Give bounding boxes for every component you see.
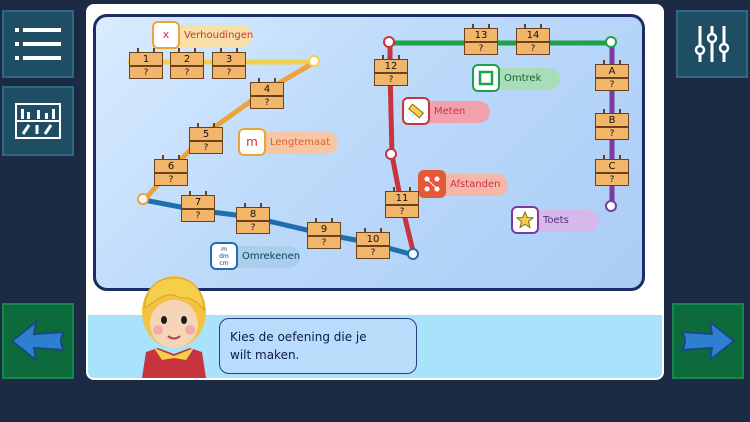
stop-7[interactable]: 7?: [181, 191, 215, 223]
results-button[interactable]: [2, 86, 74, 156]
stop-3[interactable]: 3?: [212, 48, 246, 80]
stop-14[interactable]: 14?: [516, 24, 550, 56]
stop-11[interactable]: 11?: [385, 187, 419, 219]
arrow-right-icon: [680, 319, 736, 363]
sliders-icon: [694, 26, 730, 62]
bar-chart-icon: [15, 103, 61, 139]
station-yellow-end[interactable]: [308, 55, 320, 67]
route-dots-icon: [418, 170, 446, 198]
station-blue-start[interactable]: [137, 193, 149, 205]
speech-bubble: Kies de oefening die je wilt maken.: [219, 318, 417, 374]
square-outline-icon: [472, 64, 500, 92]
stop-6[interactable]: 6?: [154, 155, 188, 187]
star-icon: [511, 206, 539, 234]
stop-a[interactable]: A?: [595, 60, 629, 92]
ruler-m-icon: m: [238, 128, 266, 156]
label-meten[interactable]: Meten: [402, 97, 490, 125]
stop-b[interactable]: B?: [595, 109, 629, 141]
stop-12[interactable]: 12?: [374, 55, 408, 87]
stop-4[interactable]: 4?: [250, 78, 284, 110]
stop-5[interactable]: 5?: [189, 123, 223, 155]
dialog-line-2: wilt maken.: [230, 348, 300, 362]
station-purple-end[interactable]: [605, 200, 617, 212]
stop-1[interactable]: 1?: [129, 48, 163, 80]
label-verhoudingen[interactable]: x Verhoudingen: [152, 21, 253, 49]
station-blue-end[interactable]: [407, 248, 419, 260]
label-lengtemaat[interactable]: m Lengtemaat: [238, 128, 338, 156]
unit-conversion-icon: m dm cm: [210, 242, 238, 270]
route-map: x Verhoudingen m Lengtemaat m dm cm Omre…: [93, 14, 645, 291]
label-omtrek[interactable]: Omtrek: [472, 64, 560, 92]
station-red-mid[interactable]: [385, 148, 397, 160]
guide-character: [142, 276, 206, 378]
list-icon: [15, 28, 61, 60]
stop-9[interactable]: 9?: [307, 218, 341, 250]
back-button[interactable]: [2, 303, 74, 379]
stop-2[interactable]: 2?: [170, 48, 204, 80]
stop-13[interactable]: 13?: [464, 24, 498, 56]
station-red-end[interactable]: [383, 36, 395, 48]
menu-button[interactable]: [2, 10, 74, 78]
label-afstanden[interactable]: Afstanden: [418, 170, 508, 198]
station-green-end[interactable]: [605, 36, 617, 48]
settings-button[interactable]: [676, 10, 748, 78]
label-toets[interactable]: Toets: [511, 206, 599, 234]
next-button[interactable]: [672, 303, 744, 379]
arrow-left-icon: [10, 319, 66, 363]
label-omrekenen[interactable]: m dm cm Omrekenen: [210, 242, 300, 270]
scale-icon: x: [152, 21, 180, 49]
dialog-line-1: Kies de oefening die je: [230, 330, 367, 344]
stop-c[interactable]: C?: [595, 155, 629, 187]
stop-8[interactable]: 8?: [236, 203, 270, 235]
ruler-icon: [402, 97, 430, 125]
stop-10[interactable]: 10?: [356, 228, 390, 260]
